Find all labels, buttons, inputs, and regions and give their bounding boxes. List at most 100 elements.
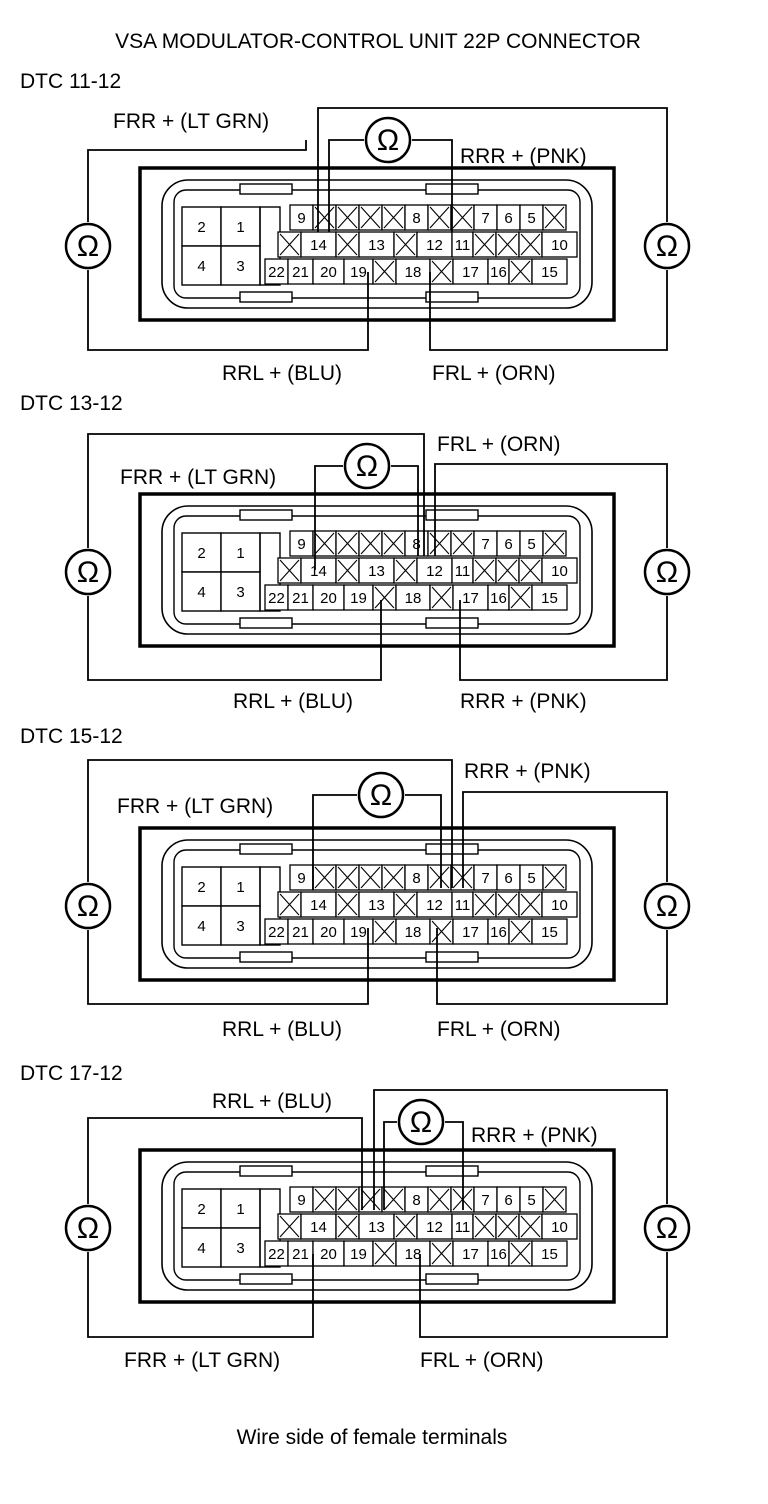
section-heading: DTC 11-12 xyxy=(20,70,121,93)
terminal-cell xyxy=(416,557,453,584)
ohm-symbol: Ω xyxy=(77,230,99,263)
label-frr: FRR + (LT GRN) xyxy=(120,466,276,489)
test-wires xyxy=(87,107,668,351)
lock-tab xyxy=(425,617,479,629)
terminal-cell xyxy=(220,1227,261,1268)
unused-cavity-mark xyxy=(337,893,358,916)
unused-cavity-mark xyxy=(395,893,416,916)
lock-tab xyxy=(239,183,293,195)
terminal-number: 4 xyxy=(197,1240,205,1257)
terminal-number: 14 xyxy=(310,237,327,254)
terminal-number: 11 xyxy=(455,237,471,254)
terminal-cell xyxy=(300,891,337,918)
terminal-number: 18 xyxy=(405,1246,422,1263)
terminal-cell xyxy=(395,258,431,285)
section-heading: DTC 15-12 xyxy=(20,725,123,748)
terminal-number: 13 xyxy=(368,563,385,580)
terminal-number: 4 xyxy=(197,918,205,935)
terminal-number: 19 xyxy=(350,924,367,941)
unused-cavity-mark xyxy=(337,559,358,582)
terminal-number: 16 xyxy=(490,590,507,607)
terminal-number: 22 xyxy=(268,1246,285,1263)
terminal-number: 6 xyxy=(504,210,512,227)
unused-cavity-mark xyxy=(429,206,450,229)
unused-cavity-mark xyxy=(314,866,335,889)
terminal-number: 8 xyxy=(412,870,420,887)
unused-cavity-mark xyxy=(510,1242,531,1265)
terminal-cell xyxy=(300,557,337,584)
unused-cavity-mark xyxy=(544,1188,565,1211)
test-wires xyxy=(87,1089,668,1338)
ohmmeter-icon xyxy=(643,548,691,596)
ohm-symbol: Ω xyxy=(77,556,99,589)
unused-cavity-mark xyxy=(474,893,495,916)
unused-cavity-mark xyxy=(360,532,381,555)
lock-tab xyxy=(425,509,479,521)
unused-cavity-mark xyxy=(431,920,452,943)
terminal-cell xyxy=(395,584,431,611)
terminal-cell xyxy=(416,231,453,258)
ohmmeter-center: Ω xyxy=(397,1098,445,1146)
terminal-cell xyxy=(181,245,222,286)
housing-outer xyxy=(138,166,616,322)
ohm-symbol: Ω xyxy=(656,556,678,589)
terminal-number: 7 xyxy=(481,210,489,227)
terminal-number: 20 xyxy=(320,1246,337,1263)
terminal-cell xyxy=(220,571,261,612)
footer-note: Wire side of female terminals xyxy=(237,1426,508,1449)
terminal-number: 16 xyxy=(490,1246,507,1263)
terminal-cell xyxy=(220,905,261,946)
unused-cavity-mark xyxy=(279,893,300,916)
terminal-number: 1 xyxy=(236,1201,244,1218)
unused-cavity-mark xyxy=(544,532,565,555)
terminal-cell xyxy=(287,258,314,285)
unused-cavity-mark xyxy=(383,206,404,229)
terminal-number: 12 xyxy=(426,897,443,914)
ohmmeter-icon xyxy=(643,882,691,930)
unused-cavity-mark xyxy=(452,206,473,229)
terminal-number: 18 xyxy=(405,264,422,281)
terminal-number: 7 xyxy=(481,870,489,887)
terminal-number: 12 xyxy=(426,237,443,254)
unused-cavity-mark xyxy=(520,893,541,916)
terminal-number: 11 xyxy=(455,563,471,580)
unused-cavity-mark xyxy=(337,866,358,889)
unused-cavity-mark xyxy=(360,866,381,889)
terminal-number: 1 xyxy=(236,219,244,236)
unused-cavity-mark xyxy=(429,866,450,889)
unused-cavity-mark xyxy=(474,1215,495,1238)
terminal-number: 19 xyxy=(350,1246,367,1263)
terminal-number: 11 xyxy=(455,1219,471,1236)
terminal-cell xyxy=(452,918,489,945)
unused-cavity-mark xyxy=(279,559,300,582)
terminal-number: 20 xyxy=(320,924,337,941)
terminal-number: 3 xyxy=(236,918,244,935)
unused-cavity-mark xyxy=(497,893,518,916)
terminal-cell xyxy=(541,557,578,584)
terminal-cell xyxy=(312,584,345,611)
ohmmeter-icon xyxy=(343,442,391,490)
terminal-cell xyxy=(531,1240,568,1267)
section-heading: DTC 17-12 xyxy=(20,1062,123,1085)
unused-cavity-mark xyxy=(383,866,404,889)
unused-cavity-mark xyxy=(383,532,404,555)
ohmmeter-right: Ω xyxy=(643,882,691,930)
terminal-cell xyxy=(531,258,568,285)
unused-cavity-mark xyxy=(337,1188,358,1211)
ohm-symbol: Ω xyxy=(356,450,378,483)
terminal-number: 10 xyxy=(551,563,568,580)
unused-cavity-mark xyxy=(520,233,541,256)
terminal-number: 8 xyxy=(412,1192,420,1209)
terminal-number: 5 xyxy=(527,870,535,887)
unused-cavity-mark xyxy=(544,206,565,229)
label-rrl: RRL + (BLU) xyxy=(222,362,342,385)
ohm-symbol: Ω xyxy=(77,890,99,923)
terminal-number: 2 xyxy=(197,879,205,896)
terminal-number: 17 xyxy=(462,1246,479,1263)
terminal-number: 9 xyxy=(297,536,305,553)
terminal-cell xyxy=(181,532,222,573)
